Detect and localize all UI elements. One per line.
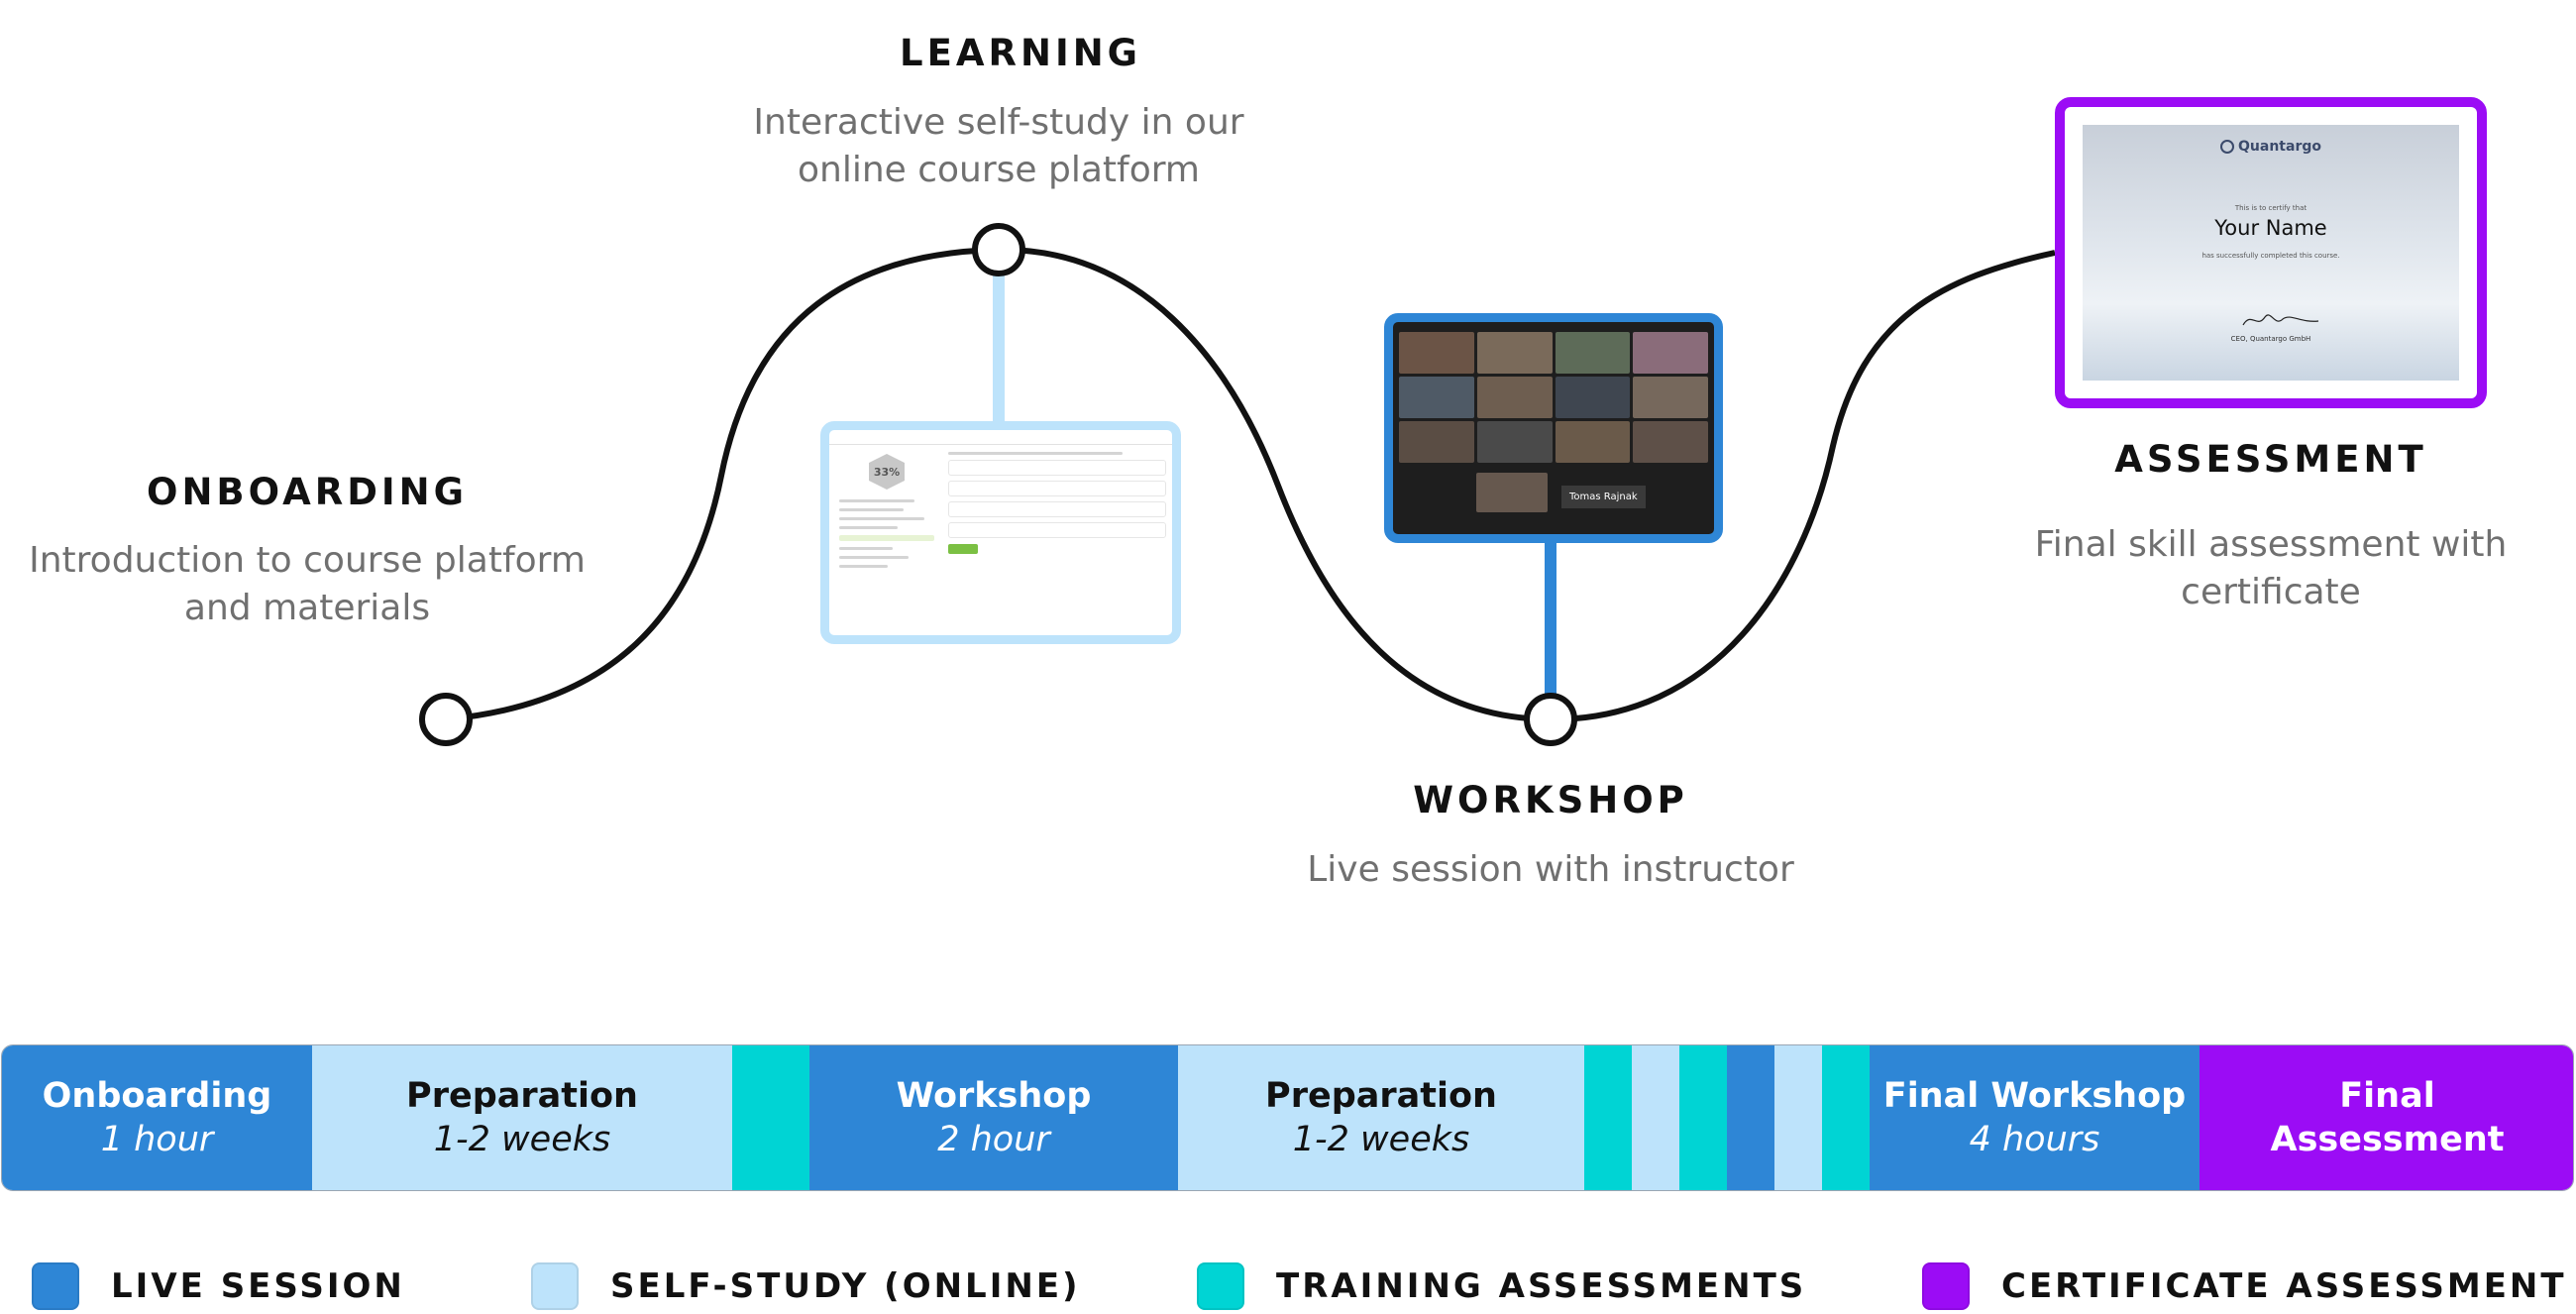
- legend-item: SELF-STUDY (ONLINE): [531, 1260, 1081, 1312]
- segment-title: Workshop: [896, 1076, 1092, 1116]
- segment-title: Onboarding: [42, 1076, 272, 1116]
- legend-item: LIVE SESSION: [32, 1260, 405, 1312]
- certificate-brand: Quantargo: [2083, 139, 2459, 155]
- workshop-video-call-screenshot: Tomas Rajnak: [1384, 313, 1723, 543]
- segment-duration: 2 hour: [937, 1120, 1050, 1159]
- journey-curve: [445, 246, 2056, 723]
- quiz-submit-button: [948, 544, 978, 554]
- progress-hexagon: 33%: [869, 454, 905, 490]
- segment-duration: 1 hour: [100, 1120, 214, 1159]
- learning-desc-line2: online course platform: [797, 150, 1200, 190]
- legend-swatch: [531, 1262, 579, 1310]
- segment-title: Final: [2339, 1076, 2435, 1116]
- segment-duration: 4 hours: [1969, 1120, 2100, 1159]
- onboarding-title: ONBOARDING: [146, 471, 469, 513]
- workshop-description: Live session with instructor: [1307, 849, 1794, 890]
- segment-title: Preparation: [406, 1076, 638, 1116]
- workshop-title: WORKSHOP: [1413, 779, 1688, 821]
- platform-quiz-area: [948, 448, 1166, 631]
- participant-grid: [1399, 332, 1708, 463]
- legend-swatch: [1922, 1262, 1970, 1310]
- assessment-description: Final skill assessment with certificate: [1982, 521, 2560, 616]
- segment-duration: 1-2 weeks: [433, 1120, 611, 1159]
- timeline-segment-live: Workshop 2 hour: [809, 1045, 1178, 1190]
- learning-description: Interactive self-study in our online cou…: [652, 99, 1345, 194]
- platform-sidebar: 33%: [833, 448, 940, 631]
- learning-node: [972, 223, 1025, 276]
- segment-title: Final Workshop: [1882, 1076, 2187, 1116]
- certificate-signer: CEO, Quantargo GmbH: [2230, 335, 2311, 343]
- participant-tile: [1476, 473, 1548, 512]
- certificate-image: Quantargo This is to certify that Your N…: [2055, 97, 2487, 408]
- learning-title: LEARNING: [900, 32, 1142, 74]
- participant-name-tag: Tomas Rajnak: [1561, 486, 1646, 508]
- timeline-segment-self: Preparation 1-2 weeks: [1178, 1045, 1584, 1190]
- certificate-name: Your Name: [2214, 216, 2327, 240]
- timeline-bar: Onboarding 1 hour Preparation 1-2 weeks Work…: [1, 1044, 2574, 1191]
- segment-duration: 1-2 weeks: [1292, 1120, 1470, 1159]
- segment-title: Preparation: [1265, 1076, 1497, 1116]
- assessment-desc-line2: certificate: [2181, 572, 2361, 612]
- workshop-node: [1524, 693, 1577, 746]
- certificate-completed-text: has successfully completed this course.: [2201, 252, 2340, 260]
- brand-logo-icon: [2220, 140, 2235, 154]
- legend-label: SELF-STUDY (ONLINE): [610, 1266, 1081, 1306]
- assessment-desc-line1: Final skill assessment with: [2034, 524, 2508, 565]
- timeline-segment-self: Preparation 1-2 weeks: [312, 1045, 732, 1190]
- legend-label: LIVE SESSION: [111, 1266, 405, 1306]
- legend-item: CERTIFICATE ASSESSMENT: [1922, 1260, 2567, 1312]
- assessment-title: ASSESSMENT: [2114, 438, 2427, 481]
- timeline-segment-live: Final Workshop 4 hours: [1870, 1045, 2200, 1190]
- segment-title-line2: Assessment: [2270, 1120, 2505, 1159]
- certificate-certify-text: This is to certify that: [2234, 204, 2308, 212]
- learning-desc-line1: Interactive self-study in our: [753, 102, 1244, 143]
- platform-topbar: [829, 430, 1172, 445]
- legend-label: CERTIFICATE ASSESSMENT: [2001, 1266, 2567, 1306]
- onboarding-desc-line1: Introduction to course platform: [29, 540, 586, 581]
- legend-swatch: [1197, 1262, 1244, 1310]
- timeline-segment-train: [732, 1045, 809, 1190]
- course-platform-screenshot: 33%: [820, 421, 1181, 644]
- timeline-segment-self: [1774, 1045, 1822, 1190]
- certificate-paper: Quantargo This is to certify that Your N…: [2083, 125, 2459, 381]
- timeline-segment-live: Onboarding 1 hour: [2, 1045, 312, 1190]
- timeline-segment-train: [1584, 1045, 1632, 1190]
- timeline-segment-train: [1679, 1045, 1727, 1190]
- certificate-brand-name: Quantargo: [2238, 139, 2321, 155]
- legend-swatch: [32, 1262, 79, 1310]
- signature-image: [2242, 314, 2319, 326]
- onboarding-description: Introduction to course platform and mate…: [0, 537, 614, 632]
- legend-item: TRAINING ASSESSMENTS: [1197, 1260, 1806, 1312]
- onboarding-desc-line2: and materials: [183, 588, 431, 628]
- timeline-segment-live: [1727, 1045, 1774, 1190]
- timeline-segment-self: [1632, 1045, 1679, 1190]
- legend-label: TRAINING ASSESSMENTS: [1276, 1266, 1807, 1306]
- onboarding-node: [419, 693, 473, 746]
- timeline-segment-train: [1822, 1045, 1870, 1190]
